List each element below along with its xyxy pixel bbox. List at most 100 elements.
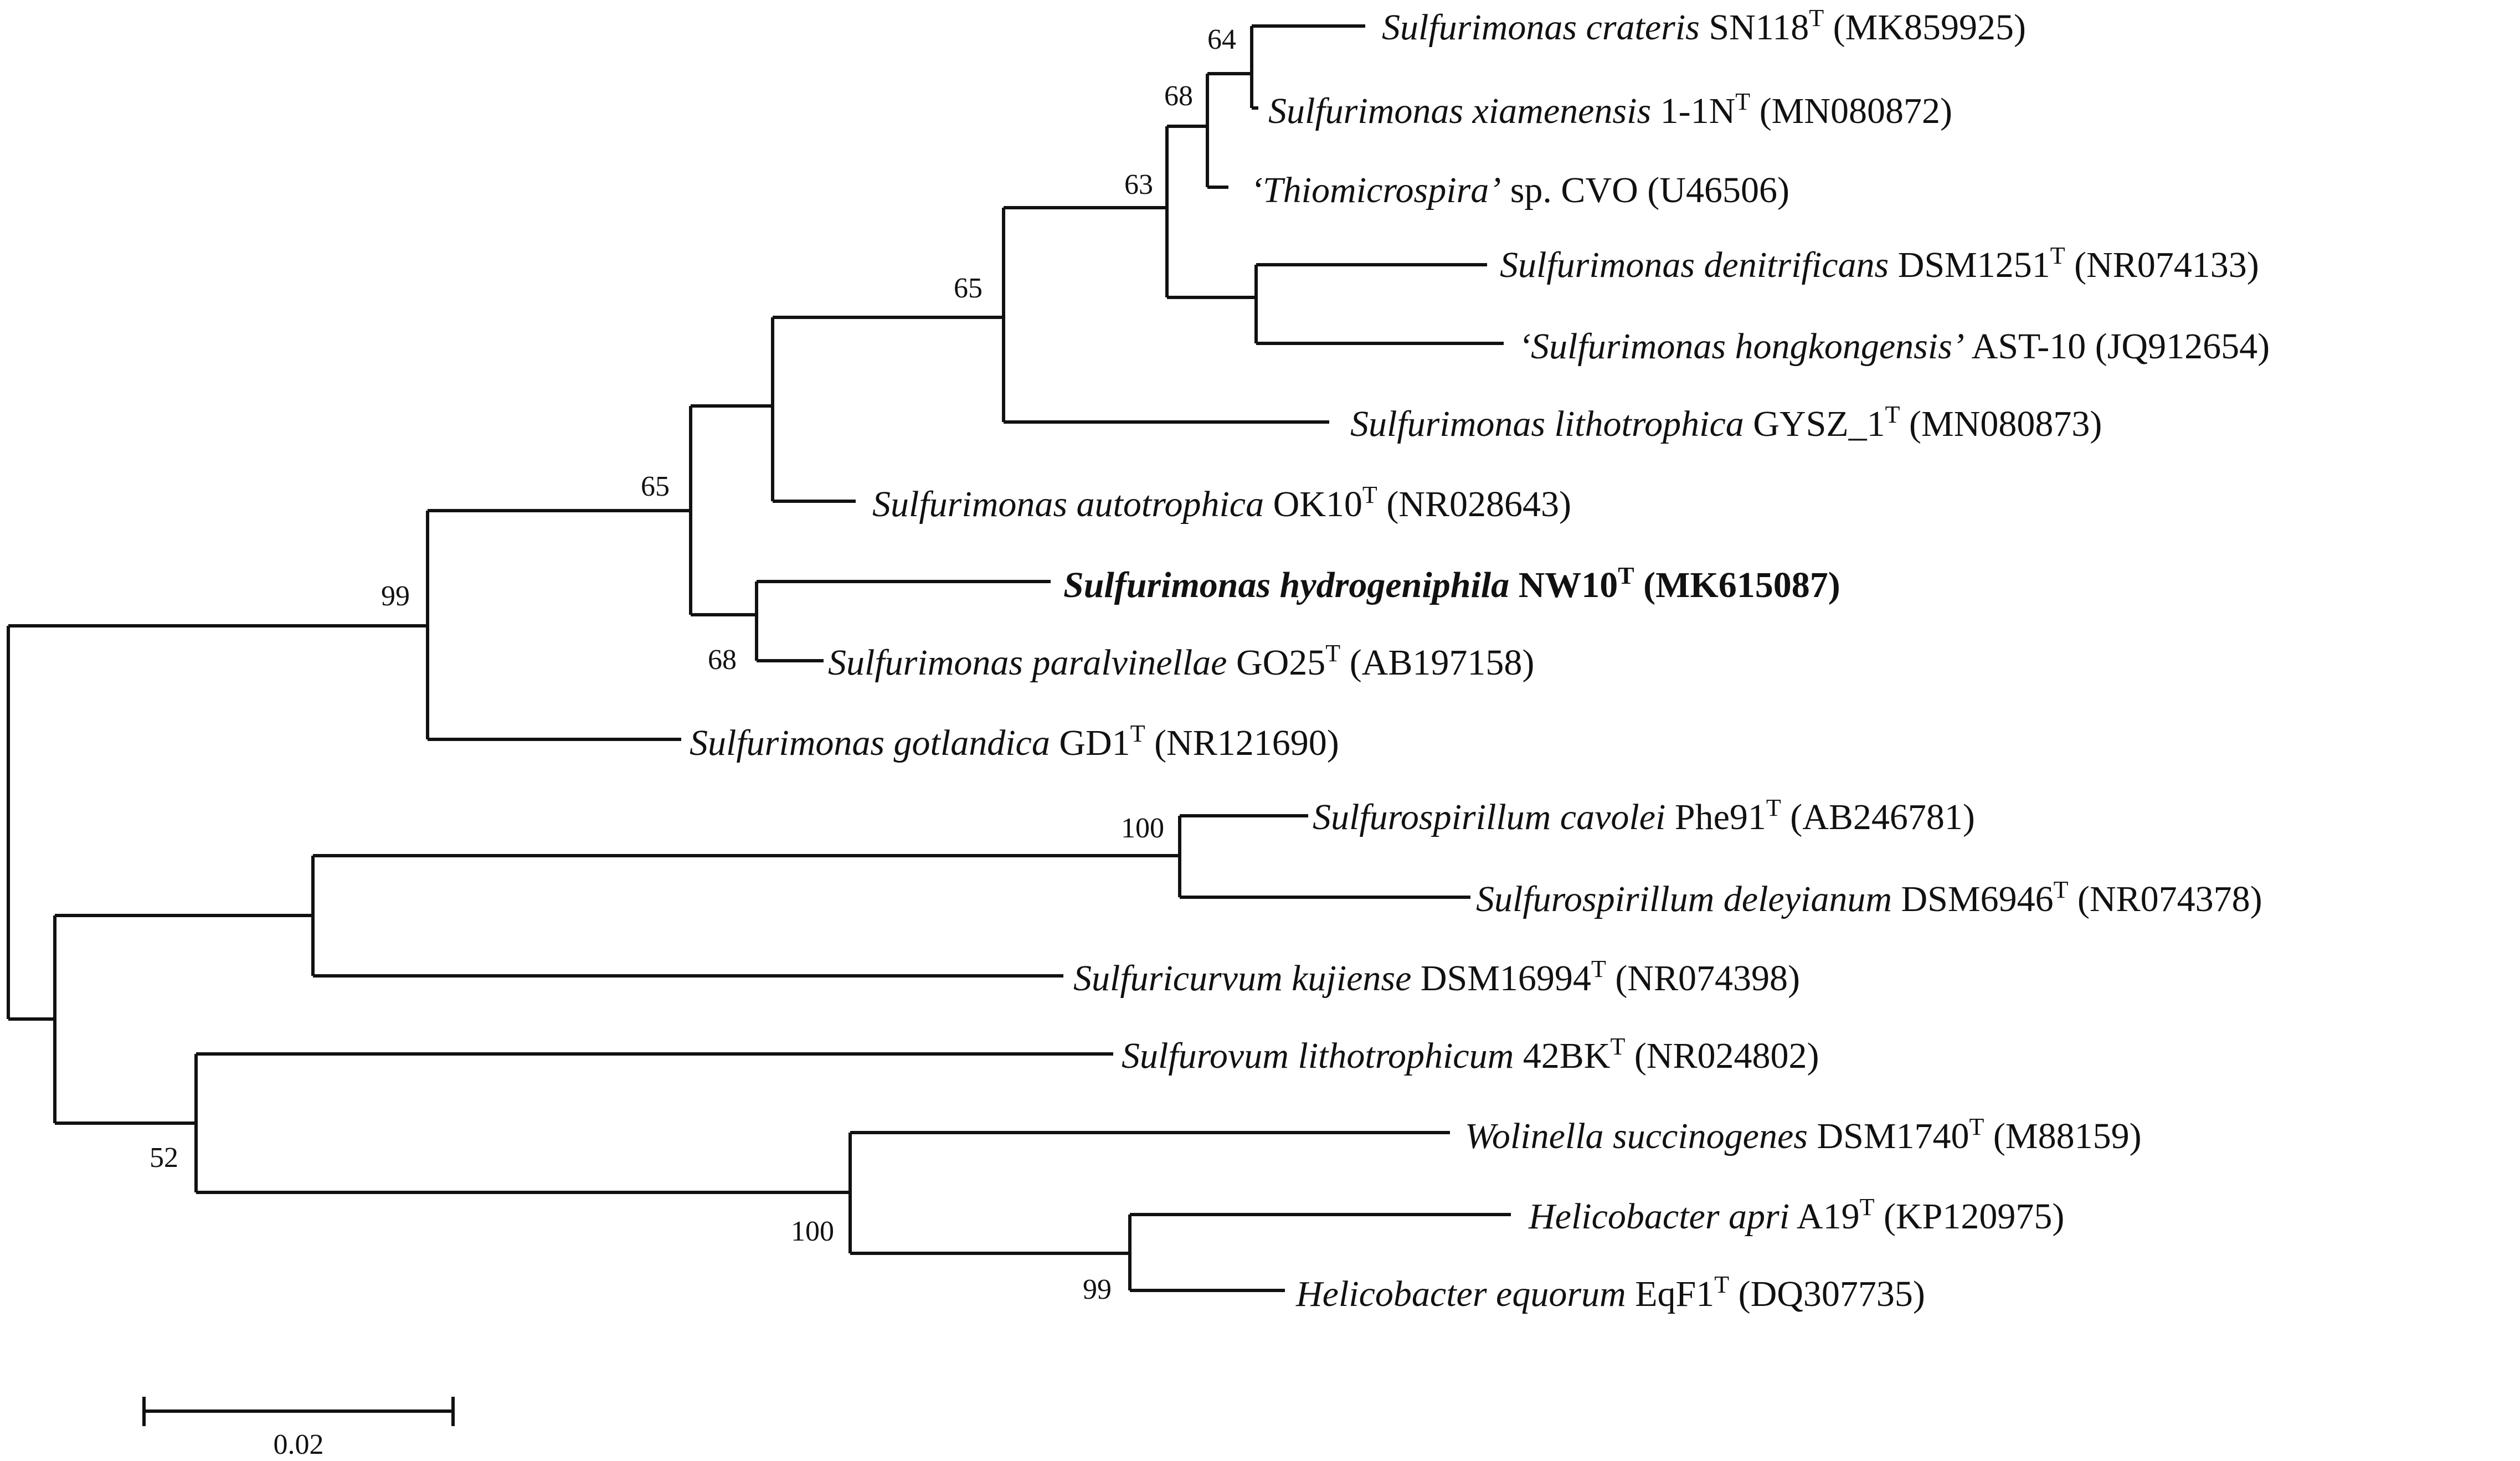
taxon-accession: (U46506) [1638,170,1789,210]
taxon-strain: 1-1N [1651,91,1735,131]
taxon-label: Sulfurospirillum cavolei Phe91T (AB24678… [1313,794,1975,837]
type-strain-mark: T [1885,401,1900,428]
taxon-accession: (NR074398) [1606,958,1800,999]
taxon-strain: GD1 [1050,723,1130,763]
taxon-strain: NW10 [1509,565,1618,605]
taxon-species-name: ‘Sulfurimonas hongkongensis’ [1519,326,1964,367]
taxon-labels: Sulfurimonas crateris SN118T (MK859925) … [690,4,2270,1314]
type-strain-mark: T [1610,1033,1625,1060]
bootstrap-value: 64 [1207,24,1236,55]
type-strain-mark: T [1130,720,1145,747]
taxon-species-name: Sulfurimonas xiamenensis [1268,91,1651,131]
taxon-strain: OK10 [1264,484,1362,524]
taxon-label: Sulfurospirillum deleyianum DSM6946T (NR… [1476,876,2262,919]
taxon-accession: (NR028643) [1377,484,1571,524]
taxon-label: Sulfurovum lithotrophicum 42BKT (NR02480… [1122,1033,1819,1076]
bootstrap-value: 100 [1121,812,1164,844]
taxon-accession: (MN080872) [1750,91,1952,131]
type-strain-mark: T [1714,1271,1729,1298]
type-strain-mark: T [1618,562,1634,589]
taxon-label: Sulfurimonas gotlandica GD1T (NR121690) [690,720,1339,763]
bootstrap-value: 68 [1164,80,1193,112]
taxon-strain: 42BK [1514,1036,1610,1076]
taxon-species-name: Sulfurimonas lithotrophica [1350,404,1744,444]
taxon-strain: SN118 [1700,7,1809,48]
scale-bar-label: 0.02 [274,1429,324,1460]
taxon-accession: (NR024802) [1625,1036,1819,1076]
taxon-species-name: Sulfuricurvum kujiense [1073,958,1411,999]
taxon-strain: GO25 [1227,642,1325,683]
taxon-strain: sp. CVO [1501,170,1638,210]
taxon-label: Sulfuricurvum kujiense DSM16994T (NR0743… [1073,955,1800,999]
type-strain-mark: T [1766,794,1781,821]
taxon-strain: DSM6946 [1892,879,2054,919]
taxon-accession: (JQ912654) [2086,326,2270,367]
taxon-label: Sulfurimonas lithotrophica GYSZ_1T (MN08… [1350,401,2102,444]
taxon-label: Sulfurimonas hydrogeniphila NW10T (MK615… [1063,562,1840,605]
taxon-species-name: Sulfurospirillum cavolei [1313,797,1665,837]
taxon-accession: (AB246781) [1781,797,1975,837]
taxon-label: ‘Thiomicrospira’ sp. CVO (U46506) [1251,170,1789,210]
taxon-strain: DSM16994 [1411,958,1591,999]
bootstrap-value: 99 [381,580,410,612]
bootstrap-value: 63 [1124,169,1153,200]
type-strain-mark: T [1860,1194,1875,1221]
taxon-species-name: Sulfurimonas autotrophica [872,484,1264,524]
taxon-accession: (M88159) [1984,1116,2141,1156]
bootstrap-value: 65 [641,471,670,502]
taxon-accession: (DQ307735) [1729,1274,1925,1314]
type-strain-mark: T [1809,4,1824,32]
taxon-label: Sulfurimonas autotrophica OK10T (NR02864… [872,481,1571,524]
taxon-label: Sulfurimonas crateris SN118T (MK859925) [1382,4,2026,48]
taxon-species-name: Helicobacter equorum [1295,1274,1626,1314]
taxon-accession: (NR074378) [2068,879,2262,919]
type-strain-mark: T [1969,1113,1984,1140]
taxon-accession: (MK615087) [1634,565,1840,605]
taxon-species-name: Sulfurospirillum deleyianum [1476,879,1892,919]
taxon-species-name: Sulfurimonas paralvinellae [828,642,1227,683]
taxon-strain: Phe91 [1665,797,1766,837]
taxon-accession: (AB197158) [1340,642,1534,683]
scale-bar: 0.02 [142,1397,455,1460]
taxon-accession: (NR121690) [1145,723,1339,763]
taxon-label: Sulfurimonas xiamenensis 1-1NT (MN080872… [1268,88,1952,131]
taxon-accession: (NR074133) [2065,245,2259,285]
type-strain-mark: T [1735,88,1750,115]
taxon-accession: (MK859925) [1824,7,2026,48]
taxon-label: Helicobacter equorum EqF1T (DQ307735) [1295,1271,1925,1314]
bootstrap-value: 99 [1083,1274,1112,1305]
type-strain-mark: T [2050,242,2065,269]
taxon-label: Helicobacter apri A19T (KP120975) [1528,1194,2064,1237]
tree-branches [7,24,1511,1292]
taxon-species-name: ‘Thiomicrospira’ [1251,170,1501,210]
taxon-strain: DSM1251 [1889,245,2050,285]
taxon-species-name: Wolinella succinogenes [1465,1116,1808,1156]
bootstrap-values: 64 68 63 65 65 68 99 100 52 100 99 [150,24,1236,1305]
taxon-species-name: Sulfurovum lithotrophicum [1122,1036,1514,1076]
taxon-strain: DSM1740 [1808,1116,1969,1156]
bootstrap-value: 68 [708,644,737,676]
taxon-strain: GYSZ_1 [1744,404,1885,444]
bootstrap-value: 52 [150,1142,178,1174]
bootstrap-value: 100 [791,1216,834,1247]
type-strain-mark: T [1362,481,1377,508]
taxon-accession: (KP120975) [1874,1196,2064,1237]
taxon-species-name: Sulfurimonas crateris [1382,7,1700,48]
bootstrap-value: 65 [954,272,983,304]
taxon-label: Sulfurimonas denitrificans DSM1251T (NR0… [1500,242,2259,285]
type-strain-mark: T [1325,640,1340,667]
type-strain-mark: T [1591,955,1606,982]
taxon-strain: AST-10 [1964,326,2086,367]
taxon-species-name: Sulfurimonas gotlandica [690,723,1050,763]
taxon-label: Wolinella succinogenes DSM1740T (M88159) [1465,1113,2142,1156]
taxon-strain: EqF1 [1626,1274,1715,1314]
taxon-species-name: Helicobacter apri [1528,1196,1789,1237]
taxon-species-name: Sulfurimonas denitrificans [1500,245,1889,285]
taxon-label: ‘Sulfurimonas hongkongensis’ AST-10 (JQ9… [1519,326,2270,367]
type-strain-mark: T [2054,876,2069,903]
taxon-label: Sulfurimonas paralvinellae GO25T (AB1971… [828,640,1534,683]
taxon-species-name: Sulfurimonas hydrogeniphila [1063,565,1509,605]
taxon-strain: A19 [1789,1196,1860,1237]
taxon-accession: (MN080873) [1900,404,2102,444]
